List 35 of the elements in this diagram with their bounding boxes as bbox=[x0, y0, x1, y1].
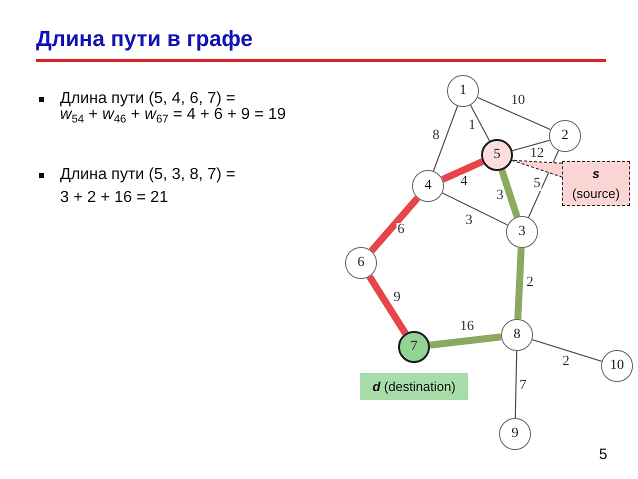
formula-text: 3 + 2 + 16 = 21 bbox=[60, 189, 168, 208]
leader-line bbox=[512, 160, 562, 164]
bullet-text: Длина пути (5, 3, 8, 7) = bbox=[60, 166, 236, 184]
graph-node: 3 bbox=[506, 216, 538, 248]
formula-text: w$_{54}$ + w$_{46}$ + w$_{67}$ = 4 + 6 + 9 = 19 bbox=[60, 106, 286, 124]
highlighted-edge bbox=[514, 248, 525, 320]
graph-node: 8 bbox=[501, 319, 533, 351]
graph-node: 10 bbox=[601, 350, 633, 382]
highlighted-edge bbox=[498, 169, 520, 218]
edge-weight: 12 bbox=[529, 147, 545, 161]
graph-edge bbox=[532, 339, 602, 362]
edge-weight: 5 bbox=[532, 177, 542, 191]
highlighted-edge bbox=[366, 274, 408, 336]
graph-edge bbox=[432, 106, 458, 172]
graph-edge bbox=[477, 96, 551, 130]
graph-node: 6 bbox=[345, 247, 377, 279]
graph-node: 9 bbox=[499, 418, 531, 450]
callout-box: s (source) bbox=[562, 161, 630, 206]
graph-edge bbox=[442, 192, 508, 226]
graph-node: 5 bbox=[481, 139, 513, 171]
slide-title: Длина пути в графе bbox=[36, 28, 253, 50]
graph-node: 4 bbox=[412, 170, 444, 202]
bullet-text: Длина пути (5, 4, 6, 7) = bbox=[60, 90, 236, 108]
graph-edge bbox=[512, 140, 550, 152]
highlighted-edge bbox=[441, 158, 484, 183]
graph-edge bbox=[528, 150, 560, 218]
graph-edge bbox=[514, 350, 518, 418]
callout-box: d (destination) bbox=[360, 373, 468, 400]
graph-edge bbox=[470, 104, 490, 142]
highlighted-edge bbox=[430, 333, 502, 349]
graph-node: 1 bbox=[447, 75, 479, 107]
graph-node: 2 bbox=[549, 120, 581, 152]
page-number: 5 bbox=[599, 446, 608, 464]
highlighted-edge bbox=[368, 196, 420, 254]
graph-node: 7 bbox=[398, 331, 430, 363]
